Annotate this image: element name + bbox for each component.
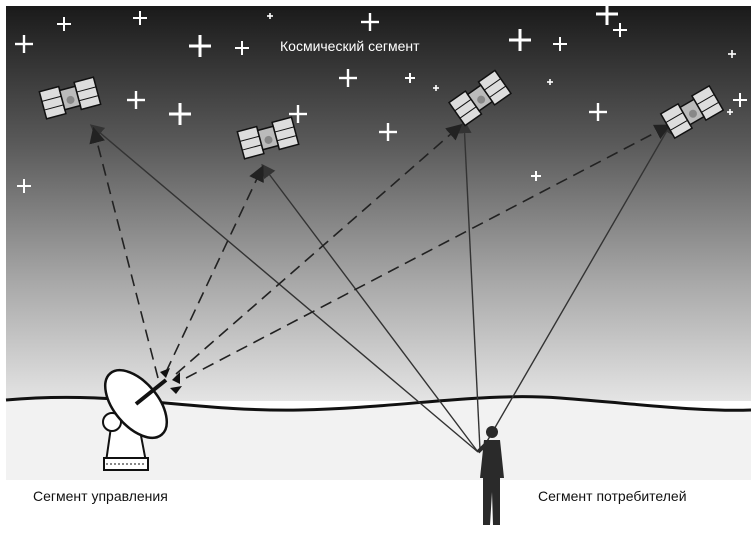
space-segment-label: Космический сегмент — [280, 38, 420, 54]
star-icon — [531, 171, 541, 181]
satellite-icon — [38, 76, 102, 120]
signal-line — [261, 163, 479, 453]
satellite-dish-icon — [102, 368, 182, 471]
star-icon — [728, 50, 736, 58]
signal-line — [481, 119, 674, 451]
signal-line — [457, 119, 481, 451]
star-icon — [57, 17, 71, 31]
star-icon — [433, 85, 439, 91]
control-link — [175, 123, 463, 375]
person-icon — [476, 426, 504, 525]
star-icon — [733, 93, 747, 107]
control-segment-label: Сегмент управления — [33, 488, 168, 504]
star-icon — [613, 23, 627, 37]
star-icon — [547, 79, 553, 85]
satellite-icon — [236, 116, 300, 160]
satellite-icon — [659, 84, 725, 140]
star-icon — [596, 3, 618, 25]
star-icon — [127, 91, 145, 109]
star-icon — [17, 179, 31, 193]
star-icon — [553, 37, 567, 51]
star-icon — [379, 123, 397, 141]
control-link — [89, 126, 159, 379]
sky-background — [6, 6, 751, 401]
star-icon — [235, 41, 249, 55]
signal-line — [89, 124, 479, 453]
star-icon — [169, 103, 191, 125]
satellite-icon — [447, 69, 513, 127]
star-icon — [589, 103, 607, 121]
ground — [6, 396, 751, 480]
star-icon — [405, 73, 415, 83]
star-icon — [339, 69, 357, 87]
user-signal-lines — [89, 119, 674, 453]
user-segment-label: Сегмент потребителей — [538, 488, 687, 504]
star-icon — [727, 109, 733, 115]
control-links — [89, 123, 671, 379]
star-icon — [267, 13, 273, 19]
star-icon — [133, 11, 147, 25]
control-link — [185, 124, 671, 379]
star-icon — [189, 35, 211, 57]
stars — [15, 3, 747, 193]
star-icon — [15, 35, 33, 53]
star-icon — [361, 13, 379, 31]
star-icon — [509, 29, 531, 51]
star-icon — [289, 105, 307, 123]
